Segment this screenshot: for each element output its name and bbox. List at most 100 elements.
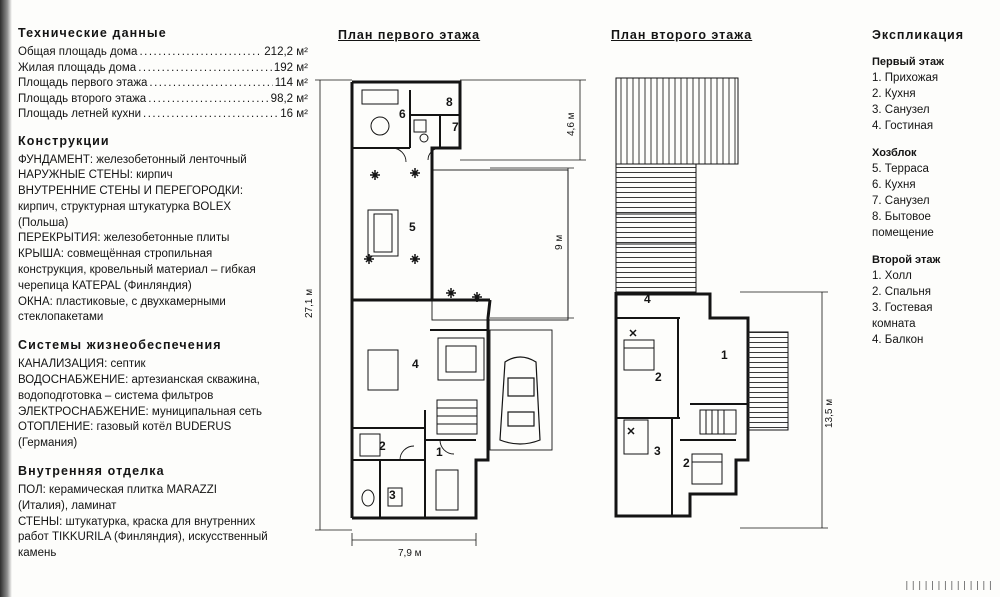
legend-group-title: Первый этаж [872, 56, 944, 68]
room-number: 4 [412, 357, 419, 371]
round-table-icon [370, 116, 390, 136]
legend-column: Экспликация Первый этаж 1. Прихожая 2. К… [872, 28, 992, 361]
legend-item: 4. Гостиная [872, 120, 934, 132]
finishing-line: камень [18, 547, 57, 560]
legend-item: 3. Гостевая [872, 302, 933, 314]
room-number: 2 [379, 439, 386, 453]
sofa-icon [361, 89, 399, 105]
room-number: 5 [409, 220, 416, 234]
side-stairs [747, 331, 789, 431]
room-number: 6 [399, 107, 406, 121]
construction-line: НАРУЖНЫЕ СТЕНЫ: кирпич [18, 169, 173, 182]
room-number: 3 [654, 444, 661, 458]
tech-row-label: Площадь летней кухни [18, 108, 142, 120]
legend-group: Первый этаж 1. Прихожая 2. Кухня 3. Сану… [872, 56, 992, 134]
tech-row-value: 16 м² [280, 108, 308, 120]
tech-row: Площадь второго этажа 98,2 м² [18, 92, 308, 108]
legend-heading: Экспликация [872, 28, 964, 42]
bed-icon [623, 419, 649, 455]
plan1-furniture [359, 89, 485, 511]
tech-row-value: 114 м² [274, 77, 308, 89]
dim-label: 27,1 м [304, 289, 315, 318]
plan2-drawing [614, 77, 828, 529]
specs-column: Технические данные Общая площадь дома212… [18, 26, 308, 562]
plan2-plant-icons [627, 329, 637, 435]
plan2-title: План второго этажа [611, 28, 753, 42]
dim-label: 4,6 м [566, 112, 577, 136]
legend-item: 8. Бытовое [872, 211, 931, 223]
tech-row-label: Площадь первого этажа [18, 77, 148, 89]
construction-line: кирпич, структурная штукатурка BOLEX [18, 200, 232, 213]
page-edge-marks: |||||||||||||| [904, 581, 994, 591]
page-spine-shadow [0, 0, 12, 597]
systems-line: (Германия) [18, 437, 78, 450]
room-number: 1 [721, 348, 728, 362]
tech-row: Площадь летней кухни 16 м² [18, 107, 308, 123]
tech-row-label: Общая площадь дома [18, 46, 138, 58]
tech-row: Жилая площадь дома192 м² [18, 61, 308, 77]
legend-item: 7. Санузел [872, 195, 930, 207]
room-number: 4 [644, 292, 651, 306]
systems-line: водоподготовка – система фильтров [18, 389, 214, 402]
tech-rows: Общая площадь дома212,2 м² Жилая площадь… [18, 45, 308, 123]
plan1-dimension-lines [315, 79, 586, 546]
stair-icon [436, 399, 478, 435]
room-number: 2 [683, 456, 690, 470]
legend-group: Хозблок 5. Терраса 6. Кухня 7. Санузел 8… [872, 147, 992, 241]
plan1-title: План первого этажа [338, 28, 481, 42]
construction-heading: Конструкции [18, 133, 110, 148]
legend-item: 1. Холл [872, 270, 912, 282]
construction-line: черепица КАТЕPAL (Финляндия) [18, 279, 192, 292]
plan1-room-labels: 6 8 7 5 4 2 1 3 [379, 95, 459, 502]
legend-item: 3. Санузел [872, 104, 930, 116]
dining-table-icon [367, 349, 399, 391]
legend-item: 2. Кухня [872, 88, 916, 100]
construction-line: (Польша) [18, 216, 69, 229]
legend-item: помещение [872, 227, 934, 239]
dim-label: 7,9 м [398, 548, 422, 559]
plan1-inner-walls [352, 90, 488, 518]
tech-heading: Технические данные [18, 26, 167, 40]
construction-line: ОКНА: пластиковые, с двухкамерными [18, 295, 226, 308]
legend-group-title: Хозблок [872, 147, 917, 159]
legend-group: Второй этаж 1. Холл 2. Спальня 3. Гостев… [872, 254, 992, 348]
systems-line: ВОДОСНАБЖЕНИЕ: артезианская скважина, [18, 374, 260, 387]
dim-label: 9 м [554, 235, 565, 250]
plan2-dimension-lines [740, 291, 828, 529]
finishing-line: (Италия), ламинат [18, 499, 117, 512]
plan2-room-labels: 4 1 2 3 2 [644, 292, 728, 470]
sofa-icon [437, 337, 485, 381]
room-number: 1 [436, 445, 443, 459]
construction-line: ФУНДАМЕНТ: железобетонный ленточный [18, 153, 247, 166]
systems-line: КАНАЛИЗАЦИЯ: септик [18, 358, 146, 371]
bed-icon [691, 453, 723, 485]
plant-icons [364, 168, 482, 302]
construction-line: ВНУТРЕННИЕ СТЕНЫ И ПЕРЕГОРОДКИ: [18, 185, 244, 198]
tech-row: Площадь первого этажа 114 м² [18, 76, 308, 92]
construction-line: КРЫША: совмещённая стропильная [18, 248, 213, 261]
construction-line: стеклопакетами [18, 311, 104, 324]
tech-row-value: 98,2 м² [270, 92, 308, 105]
construction-line: ПЕРЕКРЫТИЯ: железобетонные плиты [18, 232, 230, 245]
roof-hatch [615, 77, 739, 165]
legend-item: 4. Балкон [872, 334, 924, 346]
kitchen-counter-icon [359, 433, 381, 457]
tech-row-label: Площадь второго этажа [18, 92, 147, 105]
systems-line: ЭЛЕКТРОСНАБЖЕНИЕ: муниципальная сеть [18, 405, 263, 418]
legend-item: 2. Спальня [872, 286, 931, 298]
systems-line: ОТОПЛЕНИЕ: газовый котёл BUDERUS [18, 421, 232, 434]
wardrobe-icon [435, 469, 459, 511]
room-number: 2 [655, 370, 662, 384]
plan2-furniture [623, 339, 737, 485]
tech-row: Общая площадь дома212,2 м² [18, 45, 308, 61]
finishing-heading: Внутренняя отделка [18, 464, 165, 479]
systems-heading: Системы жизнеобеспечения [18, 338, 222, 353]
finishing-line: СТЕНЫ: штукатурка, краска для внутренних [18, 515, 256, 528]
room-number: 7 [452, 120, 459, 134]
car-icon [499, 356, 541, 445]
bed-icon [623, 339, 655, 371]
legend-item: 6. Кухня [872, 179, 916, 191]
tech-row-value: 192 м² [273, 61, 308, 74]
construction-line: конструкция, кровельный материал – гибка… [18, 264, 256, 277]
